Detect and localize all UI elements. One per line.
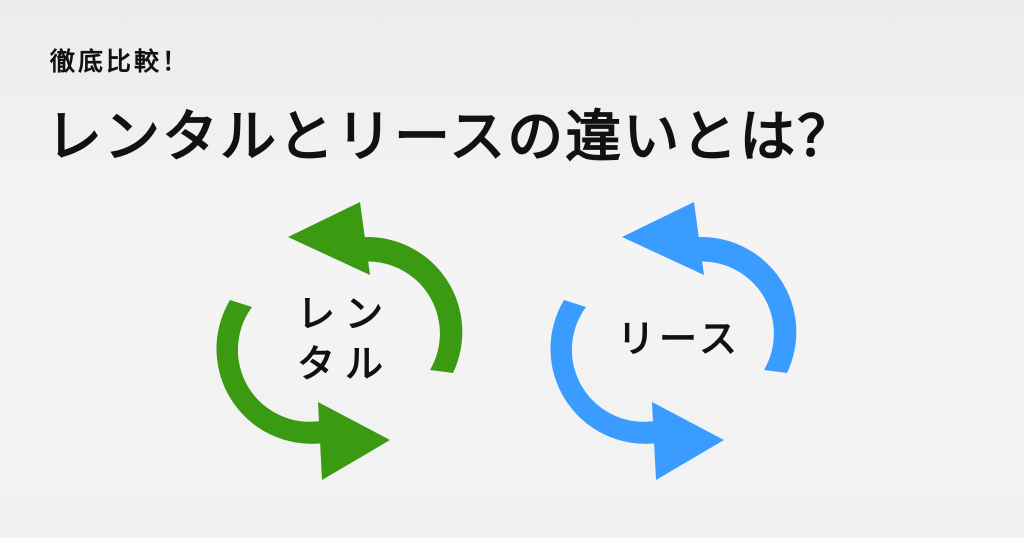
subtitle: 徹底比較！ [50, 47, 191, 76]
page-title: レンタルとリースの違いとは？ [46, 105, 856, 170]
lease-cycle-arrows-icon [550, 202, 797, 480]
rental-cycle-arrows-icon [216, 202, 463, 480]
rental-label-line1: レン [296, 292, 393, 336]
rental-label-line2: タル [296, 342, 393, 386]
lease-cycle: リース [544, 190, 814, 490]
lease-label: リース [616, 317, 742, 361]
rental-cycle: レン タル [210, 190, 480, 490]
